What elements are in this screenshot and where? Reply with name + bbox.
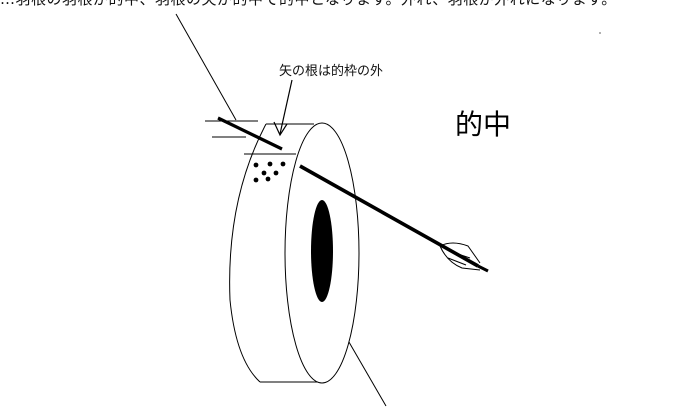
upper-leader-line [175,13,237,121]
stray-dot [599,32,601,34]
main-arrow [299,164,489,273]
callout-label: 矢の根は的枠の外 [279,64,384,79]
bullseye [311,200,333,302]
target-rim [229,123,322,383]
lower-leader-line [341,329,387,407]
hit-title: 的中 [455,108,512,141]
upper-arrow [205,116,283,151]
top-cropped-text: …羽根の羽根が的中、羽根の矢が的中で的中となります。外れ、羽根が外れになります。 [0,0,681,9]
rim-dots [253,161,286,183]
callout-arrow [273,79,293,137]
